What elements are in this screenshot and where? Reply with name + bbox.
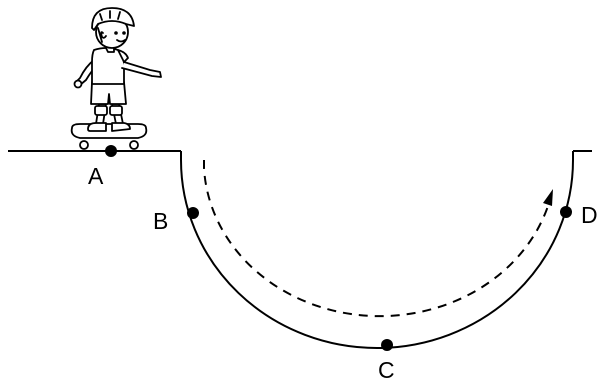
point-label-c: C <box>378 357 395 383</box>
child-skateboarder-icon <box>70 7 162 150</box>
point-marker-d <box>560 206 572 218</box>
arrowhead-icon <box>543 189 553 206</box>
point-marker-a <box>105 145 117 157</box>
ramp <box>8 150 592 349</box>
point-marker-c <box>381 339 393 351</box>
point-label-a: A <box>88 163 104 189</box>
point-label-d: D <box>581 202 598 228</box>
point-markers <box>105 145 572 351</box>
ramp-halfpipe-curve <box>180 151 574 349</box>
skateboard-wheel <box>79 140 89 150</box>
point-labels: A B C D <box>88 163 598 383</box>
dashed-trajectory <box>203 160 550 318</box>
skateboard-wheel <box>129 140 139 150</box>
skateboard <box>70 123 148 150</box>
motion-path <box>203 160 553 318</box>
point-label-b: B <box>153 208 168 234</box>
point-marker-b <box>187 207 199 219</box>
